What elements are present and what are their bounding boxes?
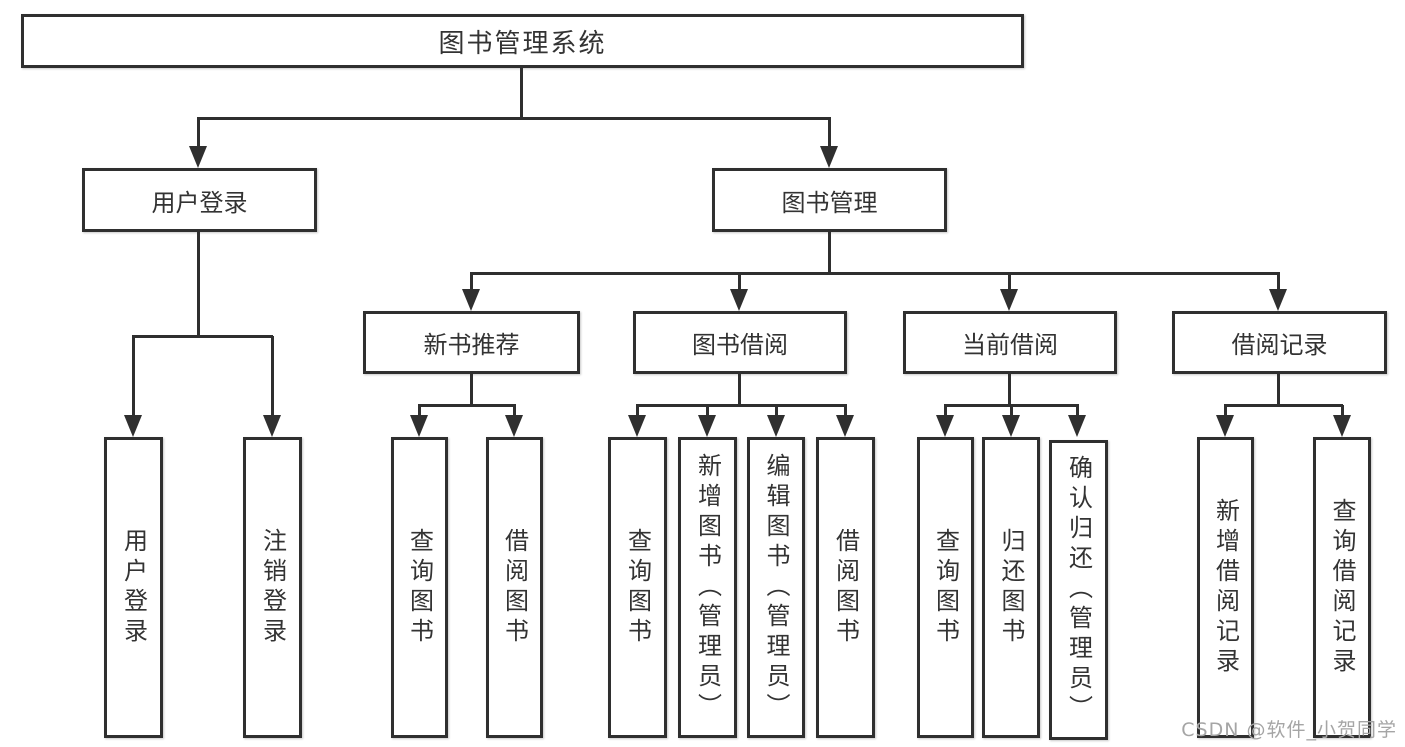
arrowhead-icon — [124, 415, 142, 437]
arrowhead-icon — [767, 415, 785, 437]
connector-user-login-stem — [197, 118, 200, 150]
leaf-edit-book-admin: 编辑图书（管理员） — [747, 437, 805, 738]
connector-records-branch — [1224, 404, 1343, 407]
leaf-logout: 注销登录 — [243, 437, 302, 738]
connector-leaf-stem — [944, 405, 947, 418]
node-current-borrowing: 当前借阅 — [903, 311, 1117, 374]
connector-leaf-stem — [271, 336, 274, 418]
connector-leaf-stem — [1341, 405, 1344, 418]
connector-book-management-branch — [470, 272, 1280, 275]
connector-leaf-stem — [132, 336, 135, 418]
arrowhead-icon — [730, 289, 748, 311]
connector-group-stem — [738, 273, 741, 292]
connector-leaf-stem — [418, 405, 421, 418]
node-borrowing-records: 借阅记录 — [1172, 311, 1387, 374]
connector-leaf-stem — [1076, 405, 1079, 418]
connector-root-stem — [520, 68, 523, 118]
leaf-query-books-recommendation: 查询图书 — [391, 437, 448, 738]
connector-leaf-stem — [775, 405, 778, 418]
node-book-management: 图书管理 — [712, 168, 947, 232]
connector-user-login-down — [197, 232, 200, 336]
connector-recommendation-branch — [418, 404, 516, 407]
arrowhead-icon — [1000, 289, 1018, 311]
connector-group-stem — [1277, 273, 1280, 292]
node-user-login: 用户登录 — [82, 168, 317, 232]
connector-root-branch — [197, 117, 831, 120]
leaf-query-borrow-record: 查询借阅记录 — [1313, 437, 1371, 738]
connector-book-management-down — [828, 232, 831, 273]
connector-borrowing-down — [738, 374, 741, 405]
leaf-query-books-borrowing: 查询图书 — [608, 437, 667, 738]
connector-borrowing-branch — [636, 404, 847, 407]
connector-leaf-stem — [706, 405, 709, 418]
leaf-borrow-books-borrowing: 借阅图书 — [816, 437, 875, 738]
connector-recommendation-down — [470, 374, 473, 405]
leaf-query-books-current: 查询图书 — [917, 437, 974, 738]
leaf-add-borrow-record: 新增借阅记录 — [1197, 437, 1254, 738]
connector-leaf-stem — [1224, 405, 1227, 418]
arrowhead-icon — [820, 146, 838, 168]
arrowhead-icon — [836, 415, 854, 437]
arrowhead-icon — [263, 415, 281, 437]
connector-leaf-stem — [1010, 405, 1013, 418]
connector-leaf-stem — [636, 405, 639, 418]
arrowhead-icon — [698, 415, 716, 437]
arrowhead-icon — [462, 289, 480, 311]
arrowhead-icon — [628, 415, 646, 437]
node-library-management-system: 图书管理系统 — [21, 14, 1024, 68]
arrowhead-icon — [410, 415, 428, 437]
arrowhead-icon — [1068, 415, 1086, 437]
node-book-borrowing: 图书借阅 — [633, 311, 847, 374]
arrowhead-icon — [189, 146, 207, 168]
connector-leaf-stem — [844, 405, 847, 418]
arrowhead-icon — [1269, 289, 1287, 311]
leaf-return-book: 归还图书 — [982, 437, 1040, 738]
connector-book-management-stem — [828, 118, 831, 150]
arrowhead-icon — [1216, 415, 1234, 437]
leaf-borrow-books-recommendation: 借阅图书 — [486, 437, 543, 738]
arrowhead-icon — [505, 415, 523, 437]
arrowhead-icon — [1333, 415, 1351, 437]
connector-user-login-branch — [132, 335, 273, 338]
leaf-confirm-return-admin: 确认归还（管理员） — [1049, 440, 1108, 740]
connector-current-down — [1008, 374, 1011, 405]
connector-leaf-stem — [513, 405, 516, 418]
leaf-user-login: 用户登录 — [104, 437, 163, 738]
connector-records-down — [1277, 374, 1280, 405]
leaf-add-book-admin: 新增图书（管理员） — [678, 437, 737, 738]
connector-group-stem — [470, 273, 473, 292]
csdn-watermark: CSDN @软件_小贺同学 — [1181, 719, 1397, 741]
arrowhead-icon — [936, 415, 954, 437]
arrowhead-icon — [1002, 415, 1020, 437]
node-new-book-recommendation: 新书推荐 — [363, 311, 580, 374]
connector-group-stem — [1008, 273, 1011, 292]
